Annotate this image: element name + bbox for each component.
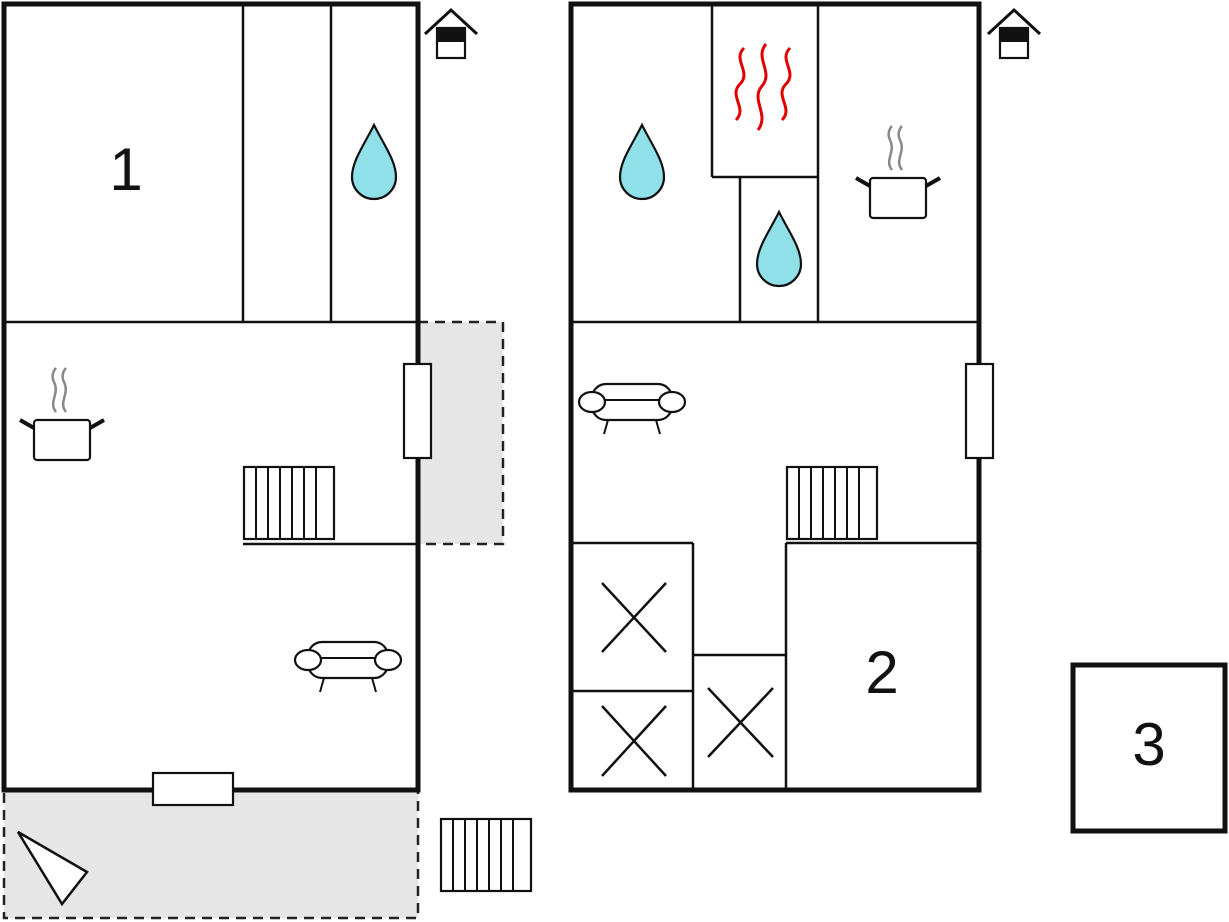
storage-cross-icon (601, 705, 667, 777)
house-entrance-icon (986, 8, 1042, 60)
cooking-pot-icon (854, 124, 942, 220)
terrace-bottom (2, 788, 420, 920)
storage-cross-icon (601, 582, 667, 653)
room-label-3: 3 (1132, 711, 1165, 778)
room-label-1: 1 (109, 136, 142, 203)
water-drop-icon (755, 210, 803, 288)
terrace-side (416, 320, 505, 546)
annex-walls (1070, 662, 1228, 834)
stairs-icon (242, 465, 336, 541)
room-label-2: 2 (865, 639, 898, 706)
right-unit: 2 (568, 1, 1042, 793)
sauna-heat-icon (734, 43, 792, 131)
sofa-icon (577, 382, 687, 436)
left-unit: 1 (1, 1, 505, 920)
water-drop-icon (618, 123, 666, 201)
window-icon (402, 362, 433, 460)
sofa-icon (293, 640, 403, 694)
cooking-pot-icon (18, 366, 106, 462)
stairs-icon (439, 817, 533, 893)
window-icon (964, 362, 995, 460)
water-drop-icon (350, 123, 398, 201)
house-entrance-icon (423, 8, 479, 60)
wedge-icon (16, 830, 89, 907)
stairs-icon (785, 465, 879, 541)
storage-cross-icon (707, 687, 774, 758)
window-icon (151, 771, 235, 807)
